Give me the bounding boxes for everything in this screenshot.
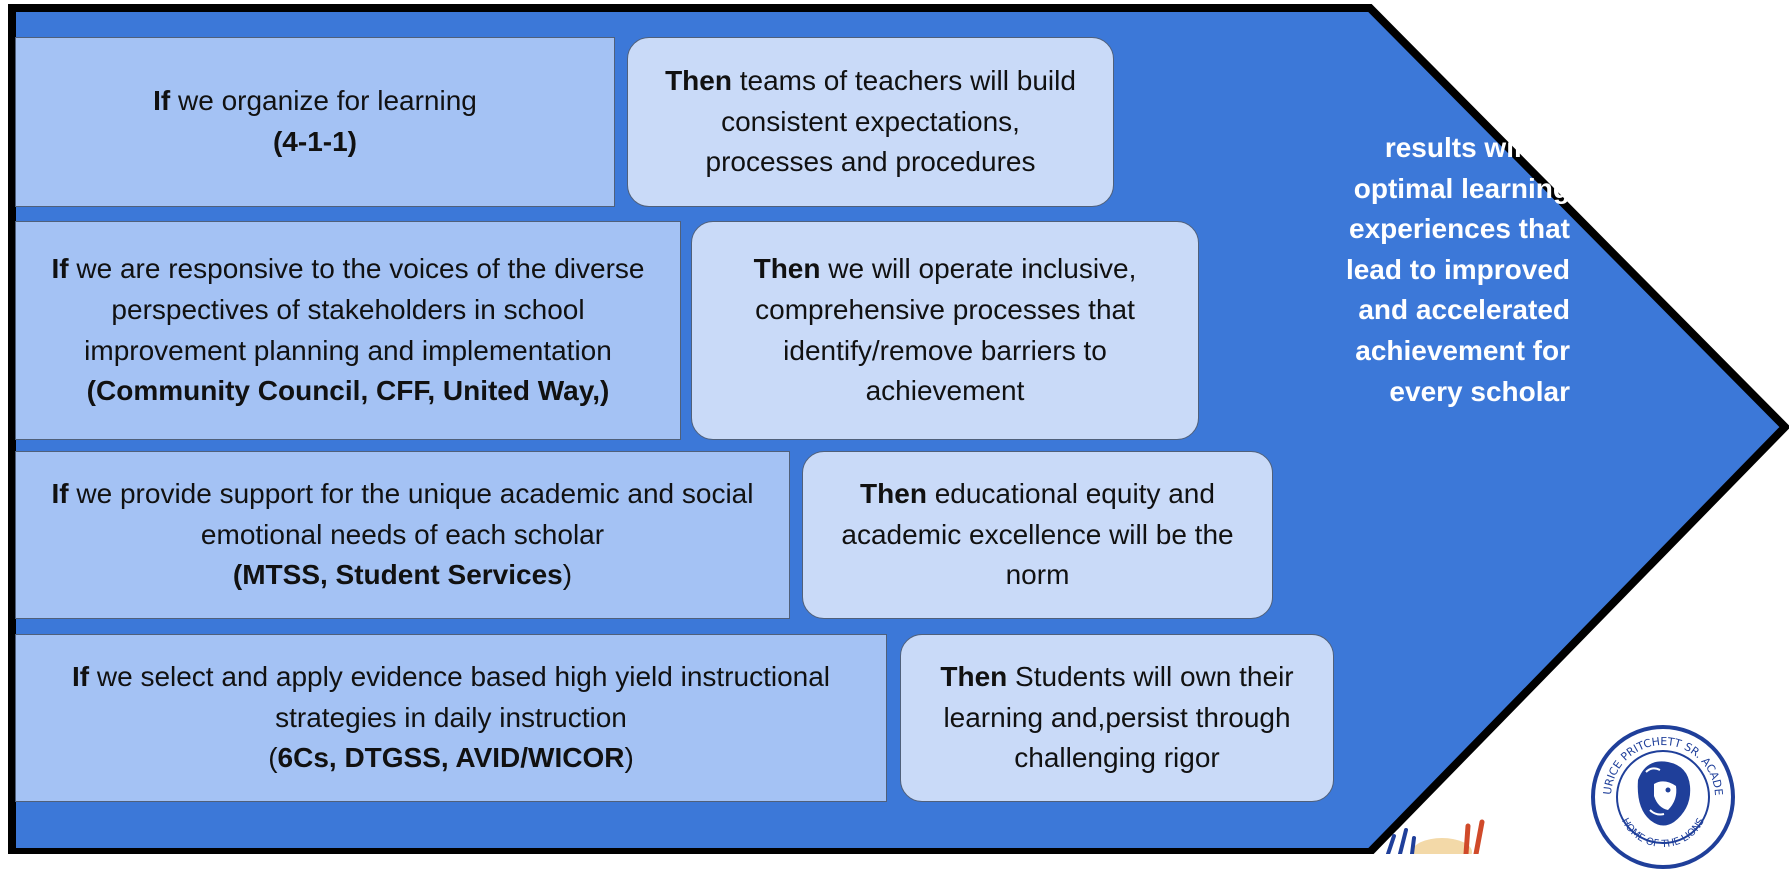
then-box-4: Then Students will own their learning an… [900,634,1334,802]
then-keyword: Then [665,65,732,97]
then-text: we will operate inclusive, comprehensive… [755,253,1137,407]
then-keyword: Then [753,253,821,285]
result-line: and accelerated [1358,294,1570,326]
if-detail: (Community Council, CFF, United Way,) [86,375,610,407]
then-box-1: Then teams of teachers will build consis… [627,37,1114,207]
then-keyword: Then [940,661,1008,693]
result-line: optimal learning [1353,172,1570,204]
result-line: achievement for [1355,334,1570,366]
then-text: educational equity and academic excellen… [841,478,1234,591]
then-text: teams of teachers will build consistent … [705,65,1076,178]
if-text: we are responsive to the voices of the d… [68,253,645,366]
if-detail-tail: ) [562,559,573,591]
if-detail: (MTSS, Student Services [232,559,563,591]
then-box-3: Then educational equity and academic exc… [802,451,1273,619]
if-text: we organize for learning [170,85,477,117]
if-detail-head: ( [268,742,278,774]
if-keyword: If [51,478,69,510]
if-box-4: If we select and apply evidence based hi… [15,634,887,802]
if-detail: 6Cs, DTGSS, AVID/WICOR [277,742,625,774]
result-line: experiences that [1349,213,1570,245]
hands-graphic [1386,819,1485,854]
if-keyword: If [51,253,69,285]
theory-of-action-diagram: If we organize for learning (4-1-1) Then… [8,4,1789,869]
if-keyword: If [153,85,171,117]
if-detail: (4-1-1) [272,126,357,157]
then-box-2: Then we will operate inclusive, comprehe… [691,221,1199,440]
result-line: results will be [1384,132,1570,163]
result-line: lead to improved [1345,253,1570,285]
result-statement: results will be optimal learning experie… [1290,128,1570,412]
if-box-2: If we are responsive to the voices of th… [15,221,681,440]
if-box-3: If we provide support for the unique aca… [15,451,790,619]
then-keyword: Then [860,478,927,510]
lion-head-icon [1637,761,1691,826]
result-line: every scholar [1389,375,1570,407]
school-logo-seal: MAURICE PRITCHETT SR. ACADEMY HOME OF TH… [1588,722,1735,869]
if-text: we provide support for the unique academ… [68,478,754,550]
if-box-1: If we organize for learning (4-1-1) [15,37,615,207]
if-keyword: If [71,661,90,693]
if-detail-tail: ) [624,742,634,774]
then-text: Students will own their learning and,per… [943,661,1294,774]
if-text: we select and apply evidence based high … [89,661,830,733]
